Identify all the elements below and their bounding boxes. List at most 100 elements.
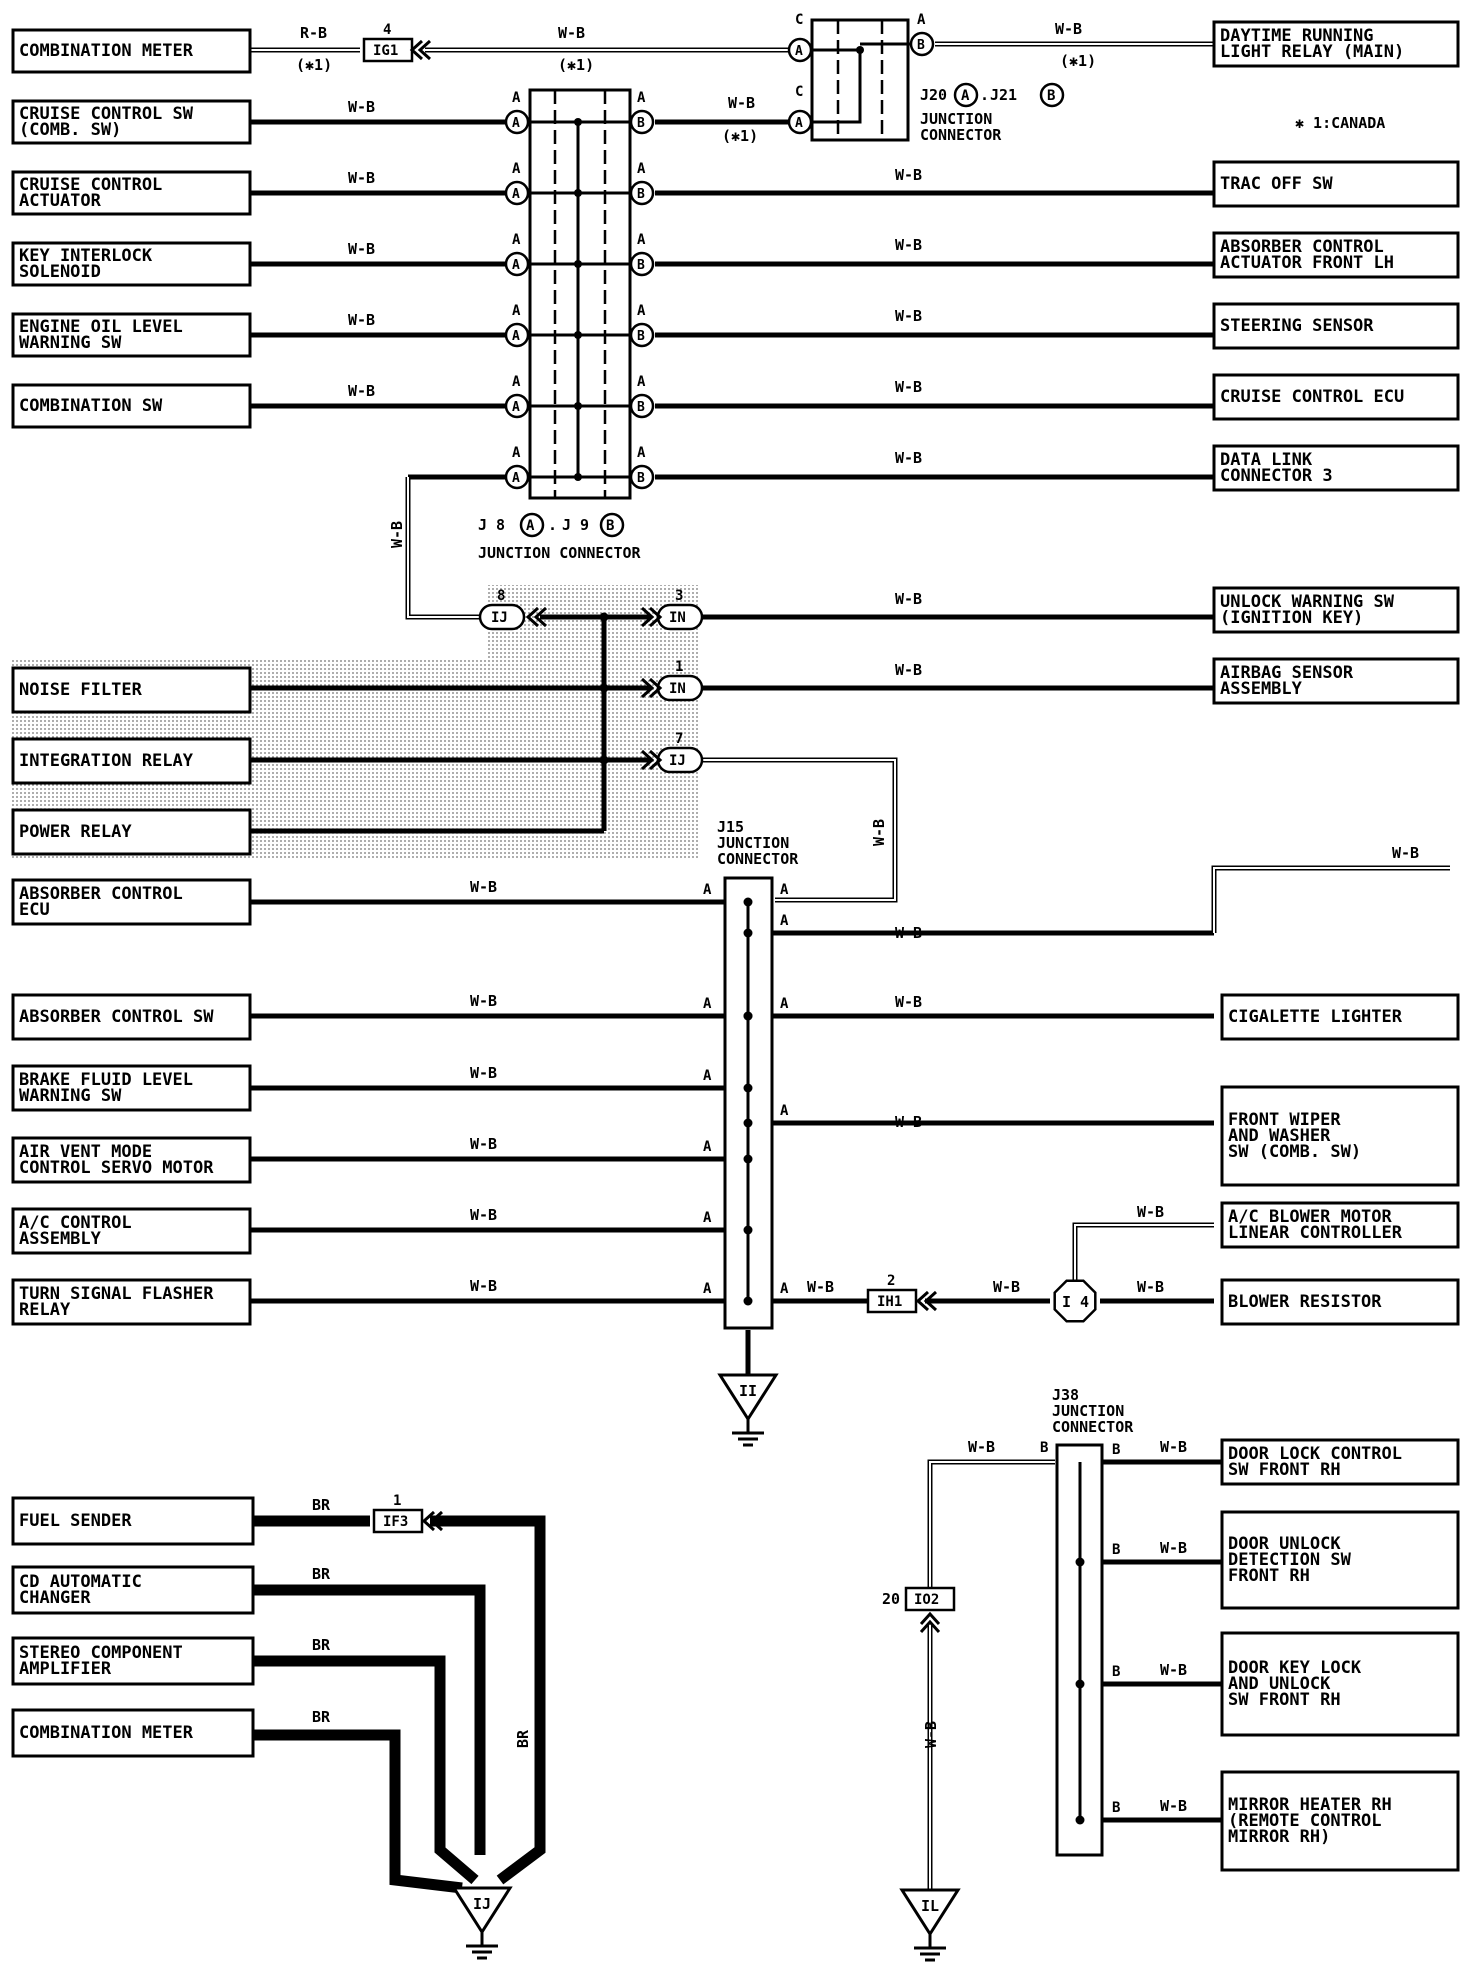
j9-pin-label-a: A <box>637 161 646 177</box>
connector-in-3-code: IN <box>669 610 686 626</box>
j20-sep: . <box>980 86 989 104</box>
j8-pin-label-a: A <box>512 374 521 390</box>
j20-pin-a-top: A <box>787 37 813 63</box>
canada-tag: (✱1) <box>722 127 758 145</box>
trac-off-sw-box: TRAC OFF SW <box>1212 160 1460 208</box>
connector-ih1-code: IH1 <box>877 1294 902 1310</box>
j15-pin-a-right: A <box>780 913 789 929</box>
splice-dot <box>1075 1557 1085 1567</box>
combination-meter-bottom-label: COMBINATION METER <box>19 1723 194 1743</box>
j8-pin-label-a: A <box>512 161 521 177</box>
j8-pin-a-2: A <box>504 251 530 277</box>
j9-pin: B <box>606 518 614 534</box>
wire-color-label: W-B <box>993 1278 1020 1296</box>
wire-color-label: W-B <box>895 1113 922 1131</box>
stereo-component-amplifier-label: STEREO COMPONENT <box>19 1643 183 1663</box>
cigarette-lighter-label: CIGALETTE LIGHTER <box>1228 1007 1403 1027</box>
j8-pin-label-a: A <box>512 303 521 319</box>
connector-ig1-code: IG1 <box>373 43 398 59</box>
wire-color-label: W-B <box>1392 844 1419 862</box>
wire-color-label: W-B <box>728 94 755 112</box>
junction-connector-j15: J15 JUNCTION CONNECTOR <box>717 818 799 1330</box>
wire-color-label: W-B <box>470 878 497 896</box>
engine-oil-level-warning-sw-label: WARNING SW <box>19 333 122 353</box>
j9-pin-b-0-text: B <box>637 116 645 131</box>
chevron-icon <box>640 606 663 628</box>
connector-ij-8-pin: 8 <box>497 588 505 604</box>
wire-color-label: W-B <box>1137 1203 1164 1221</box>
wire-color-label: W-B <box>807 1278 834 1296</box>
wire-color-label: W-B <box>1055 20 1082 38</box>
chevron-icon <box>640 749 663 771</box>
cruise-control-actuator-label: CRUISE CONTROL <box>19 175 162 195</box>
j38-pin-b: B <box>1040 1440 1048 1456</box>
wire-color-label: W-B <box>968 1438 995 1456</box>
door-key-lock-and-unlock-sw-label: DOOR KEY LOCK <box>1228 1658 1362 1678</box>
j15-pin-a: A <box>703 1210 712 1226</box>
j8-pin-label-a: A <box>512 445 521 461</box>
j9-pin-b-3-text: B <box>637 329 645 344</box>
j15-dots <box>743 897 753 1306</box>
j15-pin-a: A <box>703 1281 712 1297</box>
turn-signal-flasher-relay-label: TURN SIGNAL FLASHER <box>19 1284 214 1304</box>
j15-pin-a: A <box>703 882 712 898</box>
absorber-control-sw-box: ABSORBER CONTROL SW <box>11 993 252 1041</box>
chevron-icon <box>525 606 548 628</box>
j9-pin-b-5: B <box>629 464 655 490</box>
j15-label-3: CONNECTOR <box>717 850 799 868</box>
j20-pin: A <box>961 88 970 104</box>
chevron-icon <box>640 677 663 699</box>
combination-meter-top-label: COMBINATION METER <box>19 41 194 61</box>
wire-color-label: W-B <box>1160 1797 1187 1815</box>
j9-pin-b-4: B <box>629 393 655 419</box>
wire-color-label: W-B <box>895 590 922 608</box>
j8-dots <box>530 118 630 481</box>
absorber-control-sw-label: ABSORBER CONTROL SW <box>19 1007 214 1027</box>
j8-pin-a-1-text: A <box>512 187 520 202</box>
wire-color-label: W-B <box>348 240 375 258</box>
combination-sw-label: COMBINATION SW <box>19 396 163 416</box>
cruise-control-actuator-label: ACTUATOR <box>19 191 102 211</box>
splice-dot <box>599 612 609 622</box>
ground-ii: II <box>717 1373 779 1447</box>
wire-color-label: W-B <box>895 661 922 679</box>
steering-sensor-label: STEERING SENSOR <box>1220 316 1374 336</box>
j15-label-1: J15 <box>717 818 744 836</box>
canada-note: ✱ 1:CANADA <box>1295 114 1385 132</box>
brake-fluid-level-warning-sw-label: BRAKE FLUID LEVEL <box>19 1070 193 1090</box>
data-link-connector-3-label: CONNECTOR 3 <box>1220 466 1333 486</box>
splice-dot <box>743 1225 753 1235</box>
combination-meter-top-box: COMBINATION METER <box>11 28 252 74</box>
wire-color-label: W-B <box>470 1135 497 1153</box>
connector-in-3-pin: 3 <box>675 588 683 604</box>
mirror-heater-rh-label: (REMOTE CONTROL <box>1228 1811 1382 1831</box>
j15-pin-a-right: A <box>780 1103 789 1119</box>
j9-pin-b-1-text: B <box>637 187 645 202</box>
j8-pin-a-5-text: A <box>512 471 520 486</box>
j9-pin-label-a: A <box>637 303 646 319</box>
cruise-control-ecu-label: CRUISE CONTROL ECU <box>1220 387 1404 407</box>
wire-color-label: BR <box>312 1636 331 1654</box>
ground-il-code: IL <box>921 1897 939 1915</box>
wire-color-label-vertical: BR <box>514 1729 532 1748</box>
connector-ih1-pin: 2 <box>887 1273 895 1289</box>
connector-io2-code: IO2 <box>914 1592 939 1608</box>
j9-pin-b-2: B <box>629 251 655 277</box>
wire-color-label: W-B <box>895 307 922 325</box>
j20-caption-1: JUNCTION <box>920 110 992 128</box>
junction-connector-j20-j21: J20 A . J21 B JUNCTION CONNECTOR <box>800 18 1065 144</box>
wire-color-label: W-B <box>558 24 585 42</box>
combination-meter-bottom-box: COMBINATION METER <box>11 1708 255 1758</box>
junction-connector-j38: J38 JUNCTION CONNECTOR <box>1052 1386 1134 1857</box>
door-key-lock-and-unlock-sw-label: SW FRONT RH <box>1228 1690 1341 1710</box>
